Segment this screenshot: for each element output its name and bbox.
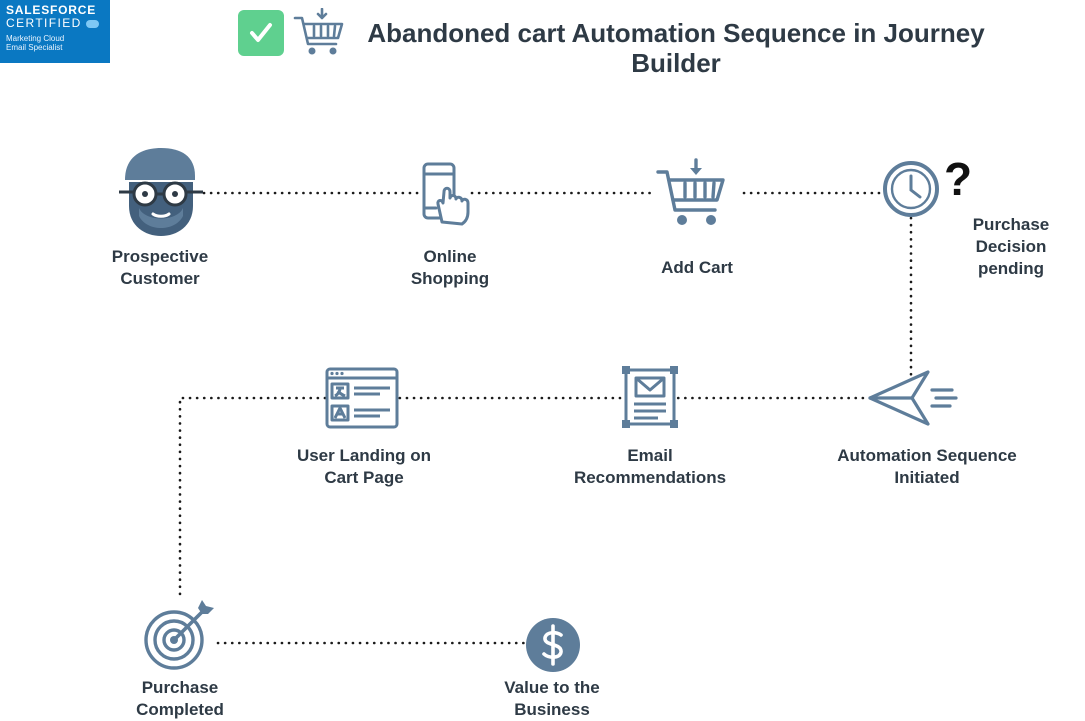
page-title: Abandoned cart Automation Sequence in Jo… <box>367 18 985 78</box>
badge-certified-text: CERTIFIED <box>6 16 82 30</box>
web-page-icon <box>325 367 399 429</box>
label-value-business: Value to the Business <box>504 678 600 719</box>
badge-line-2: CERTIFIED <box>6 17 104 30</box>
label-purchase-completed: Purchase Completed <box>136 678 224 719</box>
badge-product-text: Marketing Cloud <box>6 34 65 43</box>
paper-plane-icon <box>868 370 958 426</box>
badge-line-1: SALESFORCE <box>6 3 97 17</box>
label-prospective-customer: Prospective Customer <box>111 247 209 288</box>
page-header: Abandoned cart Automation Sequence in Jo… <box>238 8 1018 78</box>
dollar-coin-icon <box>526 618 580 672</box>
cloud-icon <box>85 19 99 28</box>
label-add-cart: Add Cart <box>661 258 733 277</box>
target-icon <box>144 600 214 670</box>
shopping-cart-icon <box>293 8 344 55</box>
label-purchase-decision: Purchase Decision pending <box>972 215 1050 278</box>
connector-landing-to-completed <box>178 396 327 602</box>
label-automation-sequence: Automation Sequence Initiated <box>837 446 1017 487</box>
smartphone-tap-icon <box>422 162 470 226</box>
label-online-shopping: Online Shopping <box>410 247 490 288</box>
label-user-landing: User Landing on Cart Page <box>296 446 432 487</box>
label-email-recommendations: Email Recommendations <box>573 446 727 487</box>
customer-avatar-icon <box>119 148 203 236</box>
question-mark-icon: ? <box>944 153 973 205</box>
badge-role-text: Email Specialist <box>6 43 63 52</box>
checkmark-icon <box>238 10 284 56</box>
clock-icon <box>883 161 939 217</box>
add-to-cart-icon <box>656 158 725 225</box>
email-newsletter-icon <box>622 366 678 428</box>
